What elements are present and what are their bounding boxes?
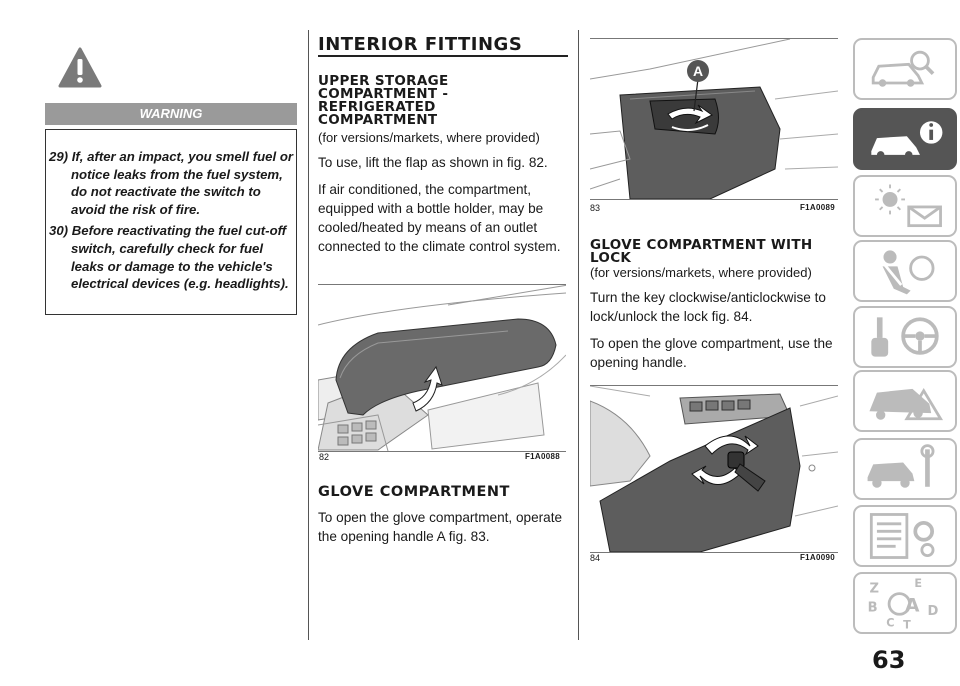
column-divider (308, 30, 309, 640)
warning-item: 29) If, after an impact, you smell fuel … (49, 149, 294, 217)
figure-code: F1A0088 (525, 452, 561, 461)
callout-a-label: A (693, 63, 703, 79)
figure-82 (317, 284, 569, 452)
tab-starting-driving[interactable] (853, 306, 957, 368)
upper-storage-illustration (317, 284, 569, 452)
figure-number: 82 (319, 452, 330, 462)
section-title-underline (318, 55, 568, 57)
paragraph: To open the glove compartment, operate t… (318, 510, 563, 544)
tab-safety[interactable] (853, 240, 957, 302)
key-steering-icon (871, 317, 939, 357)
warning-list: 29) If, after an impact, you smell fuel … (49, 148, 294, 297)
figure-code: F1A0090 (800, 553, 836, 562)
glove-handle-illustration: A (589, 38, 839, 200)
glove-lock-note: (for versions/markets, where provided) (590, 265, 812, 280)
paragraph: To use, lift the flap as shown in fig. 8… (318, 155, 548, 170)
glove-heading: GLOVE COMPARTMENT (318, 484, 510, 500)
paragraph: Turn the key clockwise/anticlockwise to … (590, 290, 826, 324)
svg-text:B: B (868, 600, 878, 615)
paragraph: To open the glove compartment, use the o… (590, 336, 833, 370)
tab-vehicle-knowledge[interactable] (853, 108, 957, 170)
tab-maintenance[interactable] (853, 438, 957, 500)
figure-code: F1A0089 (800, 203, 836, 212)
warning-lights-icon (875, 184, 942, 228)
svg-text:E: E (914, 577, 922, 590)
tab-emergency[interactable] (853, 370, 957, 432)
tab-dashboard[interactable] (853, 175, 957, 237)
warning-title: WARNING (45, 103, 297, 125)
svg-text:C: C (886, 616, 894, 629)
warning-item: 30) Before reactivating the fuel cut-off… (49, 223, 289, 292)
tab-technical-data[interactable] (853, 505, 957, 567)
upper-storage-text: To use, lift the flap as shown in fig. 8… (318, 153, 570, 264)
warning-box (45, 129, 297, 315)
page-number: 63 (872, 646, 906, 674)
seatbelt-airbag-icon (882, 250, 935, 295)
section-title: INTERIOR FITTINGS (318, 34, 523, 55)
glove-text: To open the glove compartment, operate t… (318, 508, 570, 554)
svg-text:T: T (903, 618, 911, 631)
car-info-icon (871, 121, 943, 159)
car-emergency-icon (869, 387, 944, 421)
glove-lock-illustration (589, 385, 839, 553)
upper-storage-heading: UPPER STORAGE COMPARTMENT - REFRIGERATED… (318, 73, 449, 128)
glove-lock-heading: GLOVE COMPARTMENT WITH LOCK (590, 237, 813, 266)
specs-gear-icon (869, 513, 935, 559)
car-maintenance-icon (867, 444, 935, 488)
warning-triangle-icon (58, 47, 102, 88)
glove-lock-text: Turn the key clockwise/anticlockwise to … (590, 288, 842, 380)
figure-83: A (589, 38, 839, 200)
upper-storage-note: (for versions/markets, where provided) (318, 130, 540, 145)
svg-text:D: D (927, 604, 938, 619)
figure-number: 84 (590, 553, 601, 563)
figure-84 (589, 385, 839, 553)
figure-number: 83 (590, 203, 601, 213)
tab-vehicle-overview[interactable] (853, 38, 957, 100)
car-search-icon (871, 50, 935, 87)
svg-text:Z: Z (869, 582, 878, 597)
paragraph: If air conditioned, the compartment, equ… (318, 182, 561, 254)
column-divider (578, 30, 579, 640)
